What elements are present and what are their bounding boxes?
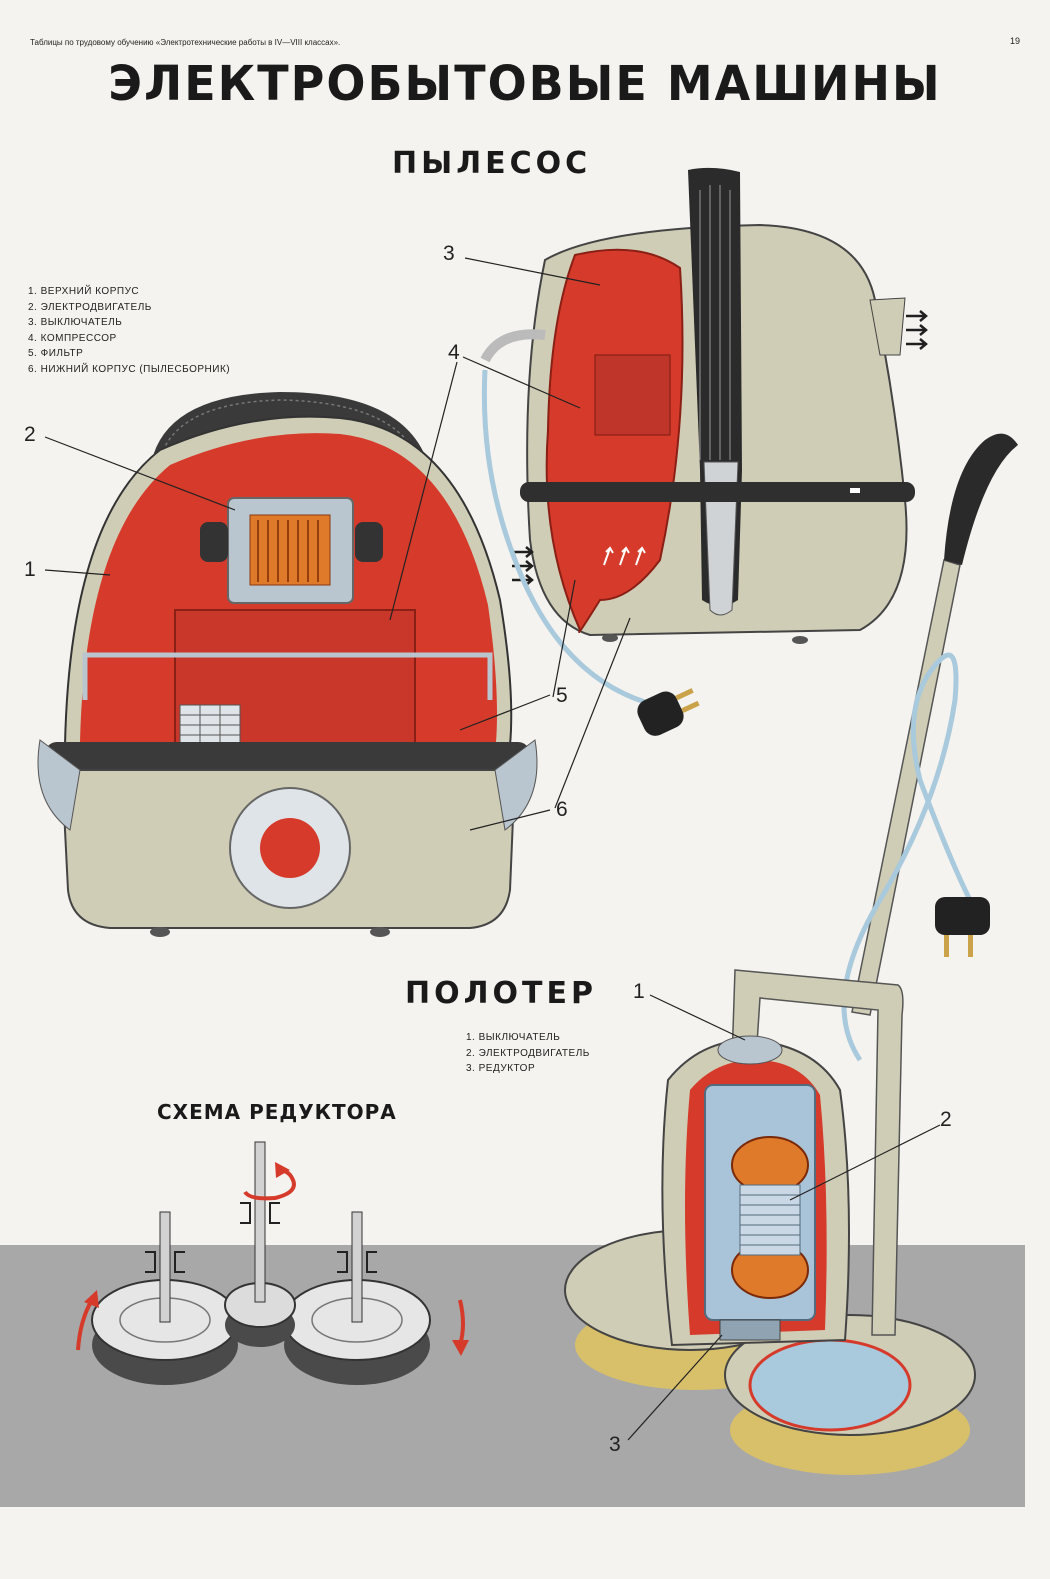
- callout-polisher-2: 2: [940, 1108, 952, 1131]
- vacuum-title: ПЫЛЕСОС: [392, 146, 592, 181]
- legend-item: 1. ВЕРХНИЙ КОРПУС: [28, 286, 140, 297]
- vacuum-plug: [637, 688, 700, 736]
- callout-6: 6: [556, 798, 568, 821]
- polisher-cable: [841, 652, 973, 1062]
- callout-2: 2: [24, 423, 36, 446]
- legend-item: 2. ЭЛЕКТРОДВИГАТЕЛЬ: [466, 1047, 590, 1059]
- vacuum-front-view: [37, 392, 538, 937]
- legend-item: 4. КОМПРЕССОР: [28, 332, 117, 344]
- legend-item: 5. ФИЛЬТР: [28, 348, 84, 359]
- header-note: Таблицы по трудовому обучению «Электроте…: [30, 38, 341, 47]
- polisher-illustration: [564, 433, 1018, 1475]
- legend-item: 6. НИЖНИЙ КОРПУС (ПЫЛЕСБОРНИК): [28, 363, 231, 375]
- page-number: 19: [1010, 36, 1021, 46]
- legend-item: 1. ВЫКЛЮЧАТЕЛЬ: [466, 1032, 561, 1043]
- polisher-plug: [935, 897, 990, 957]
- leader-lines: [44, 257, 941, 1441]
- polisher-reducer: [719, 1319, 781, 1341]
- callout-4: 4: [448, 341, 460, 364]
- page-title: ЭЛЕКТРОБЫТОВЫЕ МАШИНЫ: [108, 54, 942, 112]
- callout-polisher-1: 1: [633, 980, 645, 1003]
- legend-item: 3. ВЫКЛЮЧАТЕЛЬ: [28, 317, 123, 328]
- vacuum-handle: [150, 392, 430, 470]
- callout-5: 5: [556, 684, 568, 707]
- callout-polisher-3: 3: [609, 1433, 621, 1456]
- callout-1: 1: [24, 558, 36, 581]
- polisher-title: ПОЛОТЕР: [405, 976, 597, 1011]
- vacuum-side-view: [480, 167, 928, 736]
- polisher-legend: 1. ВЫКЛЮЧАТЕЛЬ 2. ЭЛЕКТРОДВИГАТЕЛЬ 3. РЕ…: [466, 1030, 590, 1077]
- vacuum-cable: [481, 369, 656, 708]
- legend-item: 2. ЭЛЕКТРОДВИГАТЕЛЬ: [28, 301, 152, 313]
- reducer-title: СХЕМА РЕДУКТОРА: [157, 1100, 397, 1124]
- legend-item: 3. РЕДУКТОР: [466, 1063, 536, 1074]
- polisher-handle: [851, 559, 961, 1016]
- callout-3: 3: [443, 242, 455, 265]
- vacuum-legend: 1. ВЕРХНИЙ КОРПУС 2. ЭЛЕКТРОДВИГАТЕЛЬ 3.…: [28, 284, 230, 377]
- polisher-switch: [717, 1035, 783, 1065]
- reducer-scheme: [76, 1141, 469, 1385]
